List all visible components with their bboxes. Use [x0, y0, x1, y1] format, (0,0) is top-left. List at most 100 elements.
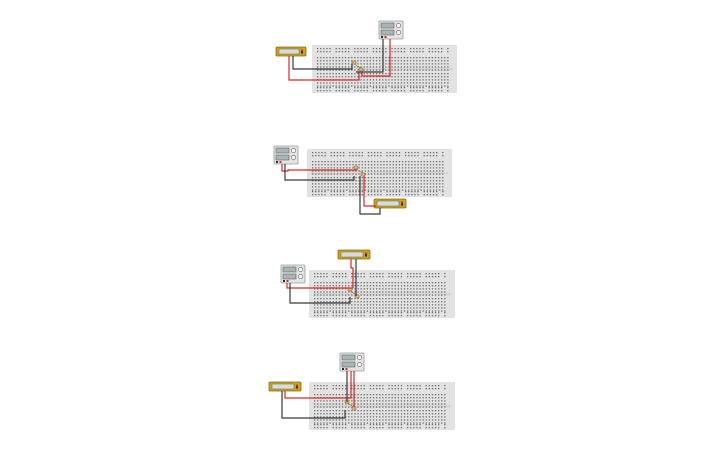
breadboard-hole	[386, 170, 388, 172]
breadboard[interactable]	[307, 149, 452, 197]
resistor-body[interactable]	[351, 60, 357, 65]
breadboard-hole	[391, 285, 393, 287]
breadboard-hole	[392, 177, 394, 179]
power-supply-positive-terminal[interactable]	[286, 280, 289, 282]
power-supply[interactable]	[378, 20, 404, 40]
rail-hole	[354, 424, 356, 426]
voltage-knob-icon[interactable]	[297, 266, 303, 272]
breadboard[interactable]	[309, 270, 455, 318]
multimeter[interactable]	[275, 46, 307, 57]
breadboard-hole	[312, 161, 314, 163]
multimeter-negative-terminal[interactable]	[365, 254, 367, 257]
breadboard-hole	[431, 394, 434, 396]
breadboard-hole	[341, 288, 344, 290]
resistor-body[interactable]	[358, 67, 364, 72]
rail-hole	[394, 385, 396, 387]
rail-hole	[345, 424, 347, 426]
breadboard-hole	[369, 397, 372, 399]
wire-positive[interactable]	[288, 56, 360, 81]
current-knob-icon[interactable]	[395, 29, 401, 35]
wire-negative[interactable]	[284, 164, 355, 181]
wire-positive[interactable]	[286, 283, 353, 289]
breadboard-hole	[349, 183, 351, 185]
multimeter-positive-terminal[interactable]	[296, 384, 298, 387]
current-knob-icon[interactable]	[356, 361, 362, 367]
multimeter-negative-terminal[interactable]	[401, 203, 403, 206]
power-supply[interactable]	[273, 145, 299, 165]
multimeter[interactable]	[337, 249, 371, 260]
rail-hole	[320, 424, 322, 426]
wire-negative[interactable]	[356, 39, 384, 73]
rail-hole	[345, 427, 347, 429]
breadboard-hole	[382, 282, 384, 284]
current-knob-icon[interactable]	[290, 155, 296, 161]
multimeter-positive-terminal[interactable]	[301, 49, 303, 52]
wire-positive[interactable]	[284, 371, 352, 399]
multimeter-positive-terminal[interactable]	[365, 252, 367, 255]
breadboard-hole	[377, 170, 379, 172]
rail-hole	[338, 87, 340, 89]
rail-hole	[394, 90, 396, 92]
breadboard-hole	[379, 397, 381, 399]
breadboard-hole	[385, 282, 387, 284]
power-supply-positive-terminal[interactable]	[279, 161, 282, 163]
power-supply-negative-terminal[interactable]	[342, 368, 344, 370]
rail-hole	[379, 424, 381, 426]
power-supply-negative-terminal[interactable]	[283, 280, 285, 282]
wire-positive[interactable]	[363, 176, 376, 207]
breadboard-hole	[360, 422, 362, 424]
breadboard-hole	[416, 63, 418, 65]
current-knob-icon[interactable]	[297, 273, 303, 279]
multimeter-negative-terminal[interactable]	[301, 51, 303, 54]
breadboard-hole	[431, 63, 433, 65]
resistor-body[interactable]	[360, 172, 366, 177]
breadboard-hole	[397, 82, 399, 84]
voltage-knob-icon[interactable]	[290, 148, 296, 154]
power-supply[interactable]	[339, 352, 365, 372]
breadboard-hole	[363, 66, 365, 68]
power-supply-positive-terminal[interactable]	[384, 36, 387, 38]
breadboard[interactable]	[309, 382, 455, 430]
breadboard-hole	[329, 310, 331, 312]
multimeter-negative-terminal[interactable]	[296, 386, 298, 389]
multimeter[interactable]	[373, 198, 407, 209]
breadboard-hole	[429, 173, 432, 175]
multimeter[interactable]	[268, 381, 302, 392]
voltage-knob-icon[interactable]	[395, 22, 401, 28]
breadboard-hole	[369, 307, 372, 309]
voltage-knob-icon[interactable]	[356, 354, 362, 360]
resistor-body[interactable]	[353, 165, 359, 170]
breadboard-hole	[374, 164, 376, 166]
breadboard-hole	[372, 304, 375, 306]
resistor[interactable]	[351, 60, 364, 72]
power-supply[interactable]	[280, 264, 306, 284]
breadboard-hole	[323, 294, 325, 296]
wire-negative[interactable]	[359, 176, 381, 215]
breadboard-hole	[317, 413, 319, 415]
rail-hole	[379, 276, 381, 278]
breadboard-hole	[406, 69, 409, 71]
power-supply-negative-terminal[interactable]	[381, 36, 383, 38]
breadboard-hole	[391, 294, 393, 296]
wire-positive[interactable]	[281, 164, 357, 172]
breadboard-hole	[428, 394, 430, 396]
wire-negative[interactable]	[292, 56, 353, 70]
breadboard-hole	[441, 79, 443, 81]
power-supply-positive-terminal[interactable]	[345, 368, 348, 370]
wire-negative[interactable]	[281, 391, 346, 419]
breadboard-hole	[395, 173, 397, 175]
breadboard-hole	[432, 189, 435, 191]
breadboard-hole	[441, 57, 443, 59]
breadboard-hole	[419, 307, 421, 309]
power-supply-negative-terminal[interactable]	[276, 161, 278, 163]
breadboard-hole	[388, 85, 390, 87]
resistor[interactable]	[353, 165, 366, 177]
rail-hole	[330, 191, 332, 193]
resistor-body[interactable]	[351, 406, 357, 411]
multimeter-positive-terminal[interactable]	[401, 201, 403, 204]
wire-positive[interactable]	[350, 259, 354, 288]
wire-positive[interactable]	[361, 39, 391, 77]
wire-negative[interactable]	[289, 283, 351, 304]
breadboard-hole	[419, 406, 421, 408]
rail-hole	[320, 385, 322, 387]
